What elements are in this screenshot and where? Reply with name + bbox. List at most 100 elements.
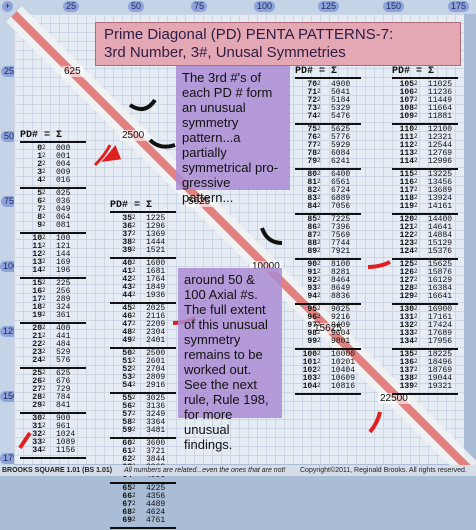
pd-number: 58 <box>122 418 132 427</box>
pd-number: 90 <box>307 260 317 269</box>
square-value: 5929 <box>331 141 351 150</box>
group-divider <box>110 435 176 439</box>
pd-number: 96 <box>307 313 317 322</box>
pd-number: 54 <box>122 381 132 390</box>
exponent: 2 <box>414 313 418 320</box>
square-value: 064 <box>56 213 71 222</box>
pd-number: 18 <box>32 303 42 312</box>
pd-number: 33 <box>32 438 42 447</box>
square-value: 2809 <box>146 373 166 382</box>
exponent: 2 <box>414 186 418 193</box>
square-value: 256 <box>56 287 71 296</box>
square-value: 9801 <box>331 337 351 346</box>
exponent: 2 <box>317 186 321 193</box>
exponent: 2 <box>42 340 46 347</box>
exponent: 2 <box>132 484 136 491</box>
exponent: 2 <box>42 213 46 220</box>
header-eq: = <box>319 66 326 77</box>
square-value: 000 <box>56 144 71 153</box>
square-value: 1369 <box>146 230 166 239</box>
pd-number: 21 <box>32 332 42 341</box>
exponent: 2 <box>414 104 418 111</box>
square-value: 529 <box>56 348 71 357</box>
pd-number: 29 <box>32 401 42 410</box>
exponent: 2 <box>132 259 136 266</box>
square-value: 12996 <box>428 157 453 166</box>
ruler-top-50: 50 <box>128 1 145 12</box>
pd-number: 71 <box>307 88 317 97</box>
square-value: 100 <box>56 234 71 243</box>
ruler-top-175: 175 <box>448 1 470 12</box>
exponent: 2 <box>414 170 418 177</box>
exponent: 2 <box>132 394 136 401</box>
square-value: 576 <box>56 356 71 365</box>
pd-number: 99 <box>307 337 317 346</box>
square-value: 8100 <box>331 260 351 269</box>
pd-number: 127 <box>399 276 414 285</box>
exponent: 2 <box>42 197 46 204</box>
square-value: 5184 <box>331 96 351 105</box>
square-value: 1764 <box>146 275 166 284</box>
pd-number: 119 <box>399 202 414 211</box>
pd-number: 60 <box>122 439 132 448</box>
header-sum: Σ <box>146 200 153 211</box>
pd-number: 22 <box>32 340 42 349</box>
square-value: 19044 <box>428 374 453 383</box>
square-value: 13225 <box>428 170 453 179</box>
square-value: 1024 <box>56 430 76 439</box>
exponent: 2 <box>317 313 321 320</box>
square-value: 225 <box>56 279 71 288</box>
exponent: 2 <box>317 223 321 230</box>
pd-number: 123 <box>399 239 414 248</box>
note-bottom: around 50 & 100 Axial #s. The full exten… <box>178 268 282 452</box>
pd-number: 46 <box>122 312 132 321</box>
pd-number: 66 <box>122 492 132 501</box>
header-pd: PD# <box>20 130 39 141</box>
exponent: 2 <box>42 303 46 310</box>
exponent: 2 <box>42 279 46 286</box>
square-value: 11881 <box>428 112 453 121</box>
square-value: 2304 <box>146 328 166 337</box>
square-value: 025 <box>56 189 71 198</box>
square-value: 049 <box>56 205 71 214</box>
pd-number: 110 <box>399 125 414 134</box>
pd-number: 80 <box>307 170 317 179</box>
square-value: 8649 <box>331 284 351 293</box>
ruler-top-100: 100 <box>254 1 276 12</box>
pd-number: 88 <box>307 239 317 248</box>
exponent: 2 <box>414 321 418 328</box>
pd-number: 98 <box>307 329 317 338</box>
footer-right: Copyright©2011, Reginald Brooks. All rig… <box>300 467 467 474</box>
exponent: 2 <box>414 358 418 365</box>
pd-number: 48 <box>122 328 132 337</box>
square-value: 3364 <box>146 418 166 427</box>
diagonal-label-10000: 10000 <box>250 261 282 272</box>
square-value: 9409 <box>331 321 351 330</box>
pd-number: 82 <box>307 186 317 195</box>
square-value: 2401 <box>146 336 166 345</box>
exponent: 2 <box>42 401 46 408</box>
square-value: 961 <box>56 422 71 431</box>
